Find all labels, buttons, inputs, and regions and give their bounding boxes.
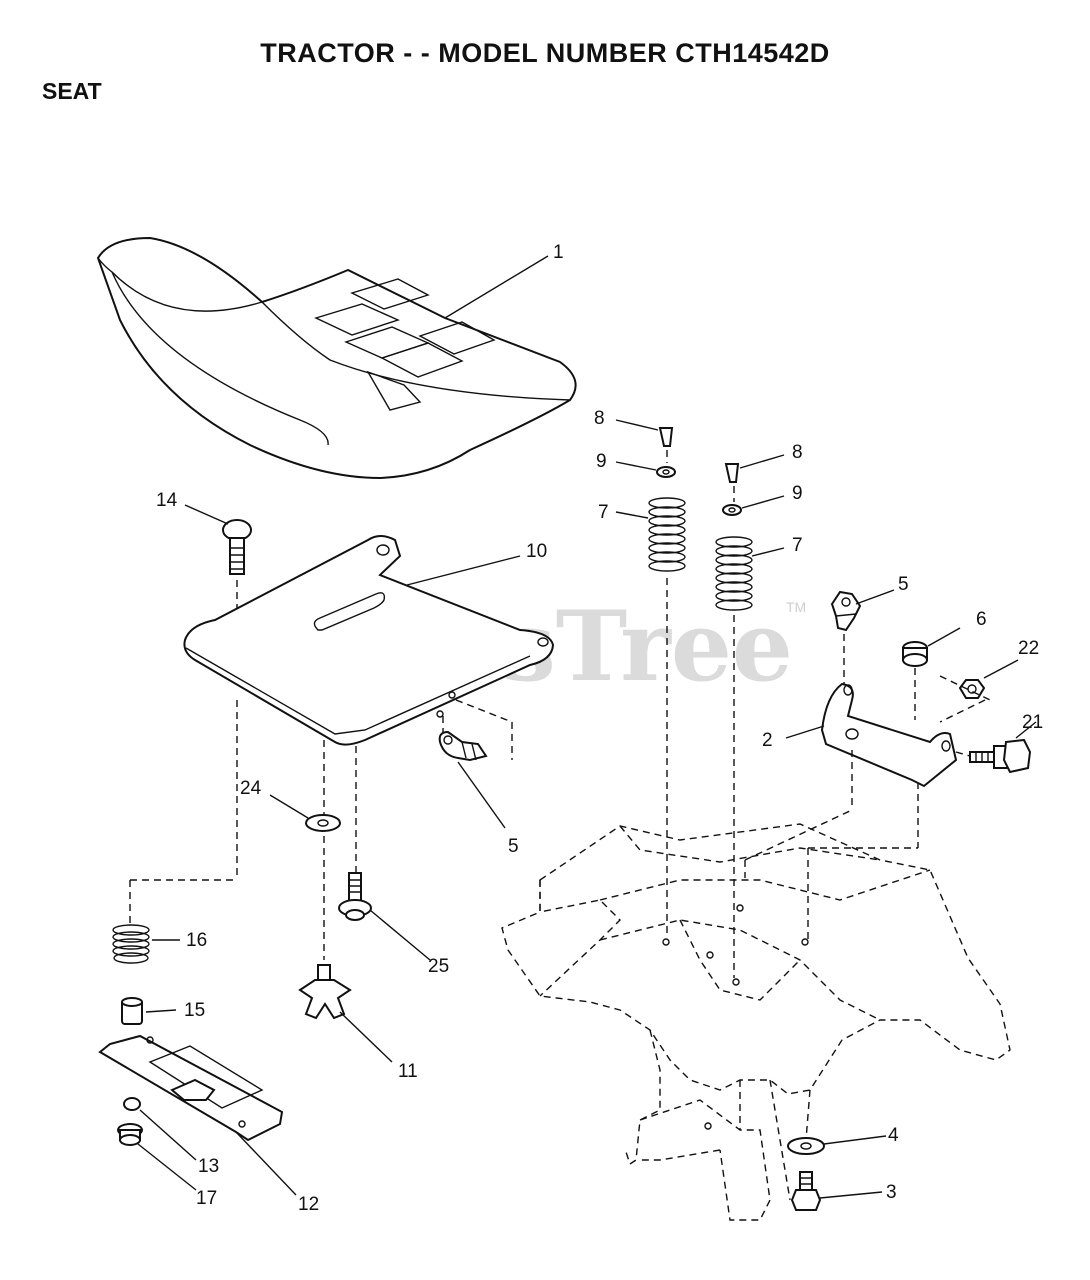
switch-clip-right-part	[830, 589, 895, 690]
screw-25-part	[338, 872, 431, 961]
callout-14: 14	[156, 490, 178, 511]
lock-nut-part	[939, 659, 1019, 723]
nut-17-part	[117, 1123, 197, 1191]
switch-clip-left-part	[438, 730, 506, 829]
washer-4-part	[787, 1135, 887, 1155]
nut-13-part	[123, 1097, 197, 1161]
callout-3: 3	[886, 1182, 897, 1203]
callout-22: 22	[1018, 638, 1039, 659]
washer-24-part	[269, 794, 341, 832]
seat-pan-part	[129, 535, 555, 960]
callout-4: 4	[888, 1125, 899, 1146]
callout-12: 12	[298, 1194, 319, 1215]
callout-6: 6	[976, 609, 987, 630]
callout-7-left: 7	[598, 502, 609, 523]
callout-9-right: 9	[792, 483, 803, 504]
spacer-part	[121, 997, 177, 1025]
seat-part	[96, 236, 577, 480]
callout-25: 25	[428, 956, 449, 977]
callout-15: 15	[184, 1000, 205, 1021]
spring-16-part	[112, 924, 180, 964]
carriage-bolt-part	[184, 504, 252, 640]
callout-8-right: 8	[792, 442, 803, 463]
callout-2: 2	[762, 730, 773, 751]
knob-part	[298, 964, 393, 1063]
watermark-tm: TM	[786, 599, 806, 615]
callout-labels: 1 8 9 7 8 9 7 14 10 5 6 22 21 2 24 5 16 …	[156, 242, 1043, 1215]
callout-9-left: 9	[596, 451, 607, 472]
callout-11: 11	[398, 1061, 418, 1082]
callout-5-left: 5	[508, 836, 519, 857]
bolt-3-part	[790, 1171, 883, 1211]
slide-plate-part	[98, 1034, 297, 1196]
callout-7-right: 7	[792, 535, 803, 556]
callout-5-right: 5	[898, 574, 909, 595]
callout-16: 16	[186, 930, 207, 951]
page-title: TRACTOR - - MODEL NUMBER CTH14542D	[260, 38, 830, 68]
callout-24: 24	[240, 778, 262, 799]
callout-8-left: 8	[594, 408, 605, 429]
callout-21: 21	[1022, 712, 1043, 733]
callout-1: 1	[553, 242, 564, 263]
callout-17: 17	[196, 1188, 217, 1209]
nut-6-part	[807, 627, 961, 940]
callout-13: 13	[198, 1156, 219, 1177]
callout-10: 10	[526, 541, 547, 562]
tractor-frame	[501, 823, 1011, 1221]
spring-assembly-right-part	[715, 454, 785, 978]
shoulder-bolt-part	[955, 721, 1037, 774]
mounting-bracket-part	[744, 682, 958, 878]
spring-assembly-left-part	[615, 419, 686, 935]
section-label: SEAT	[42, 78, 102, 104]
